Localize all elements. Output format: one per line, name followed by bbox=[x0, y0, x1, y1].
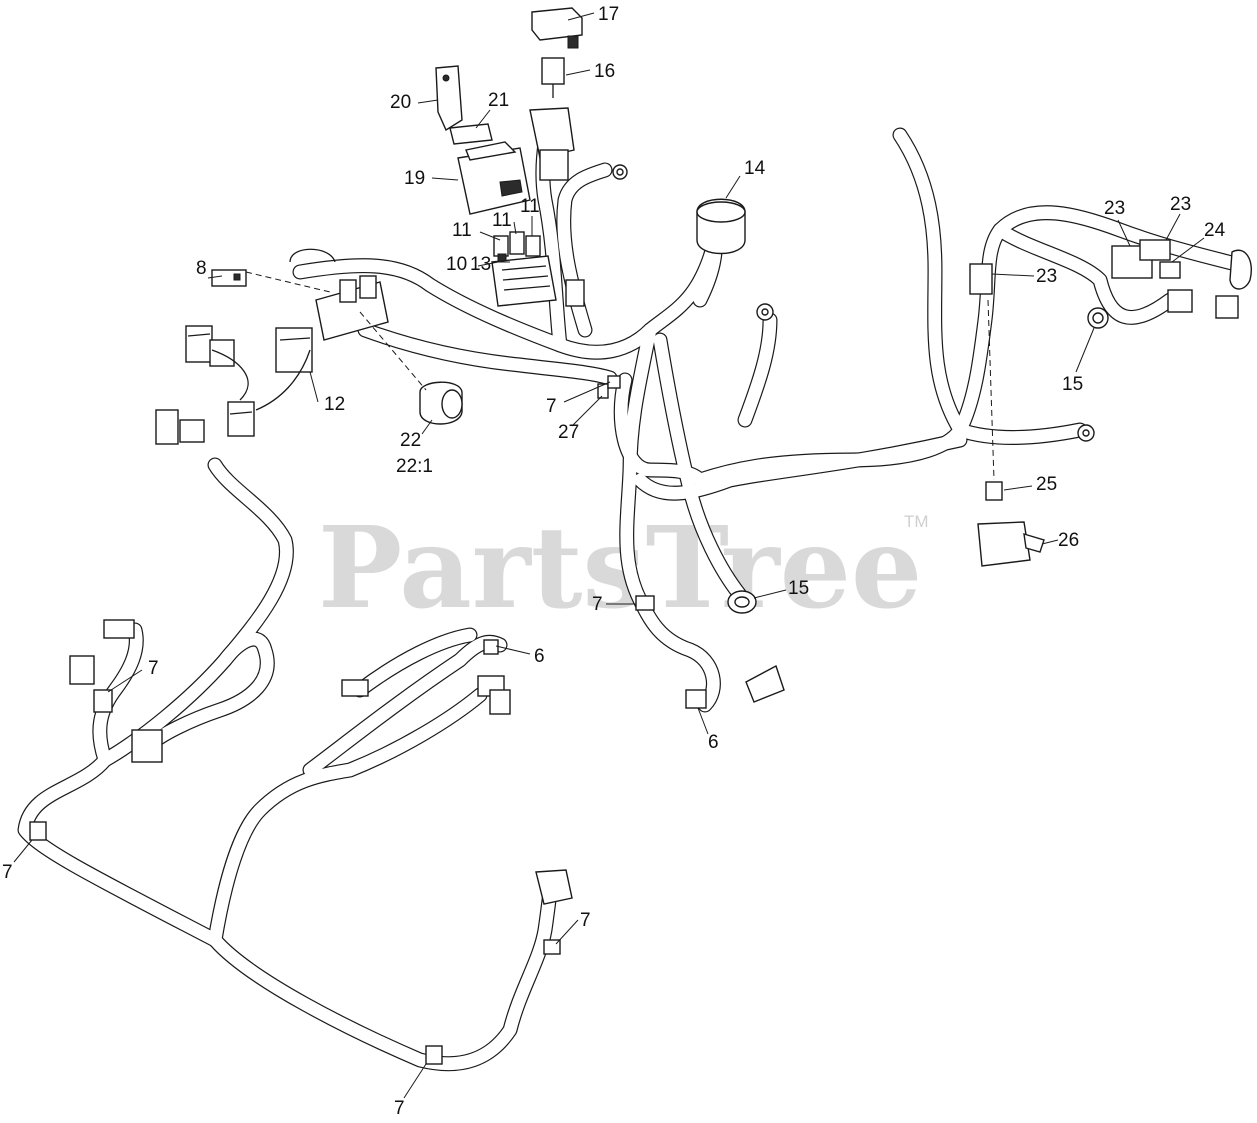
part-8-connector bbox=[211, 269, 247, 287]
callout-23-top-right: 23 bbox=[1170, 194, 1191, 215]
callout-25: 25 bbox=[1036, 474, 1057, 495]
part-27-clip bbox=[597, 383, 609, 399]
callout-11-right: 11 bbox=[520, 196, 540, 217]
part-19-relay bbox=[457, 141, 531, 215]
callout-19: 19 bbox=[404, 168, 425, 189]
callout-7-left: 7 bbox=[148, 658, 159, 679]
callout-22-1: 22:1 bbox=[396, 456, 433, 477]
callout-6-lower: 6 bbox=[708, 732, 719, 753]
part-ring-terminal-mid bbox=[756, 303, 774, 321]
part-7-clips bbox=[29, 375, 655, 1065]
part-15-terminal-center bbox=[727, 590, 757, 614]
part-26-holder bbox=[977, 521, 1045, 567]
callout-16: 16 bbox=[594, 61, 615, 82]
callout-12: 12 bbox=[324, 394, 345, 415]
callout-26: 26 bbox=[1058, 530, 1079, 551]
callout-7-center-mid: 7 bbox=[592, 594, 603, 615]
callout-21: 21 bbox=[488, 90, 509, 111]
callout-labels: 17 16 20 21 19 11 11 11 10 13 14 8 12 22… bbox=[2, 4, 1226, 1119]
part-21-label bbox=[449, 123, 493, 145]
part-23-24-connectors bbox=[969, 239, 1252, 319]
callout-7-bottom-right: 7 bbox=[580, 910, 591, 931]
callout-17: 17 bbox=[598, 4, 619, 25]
watermark-trademark: TM bbox=[904, 512, 929, 531]
callout-15-right: 15 bbox=[1062, 374, 1083, 395]
harness-parts bbox=[29, 7, 1252, 1065]
part-16-fuse bbox=[541, 57, 565, 98]
callout-7-bottom-left: 7 bbox=[2, 862, 13, 883]
part-12-connector-cluster bbox=[155, 248, 389, 445]
callout-13: 13 bbox=[470, 254, 491, 275]
callout-27: 27 bbox=[558, 422, 579, 443]
part-14-grommet bbox=[696, 198, 746, 255]
callout-10: 10 bbox=[446, 254, 467, 275]
callout-7-center-top: 7 bbox=[546, 396, 557, 417]
callout-24: 24 bbox=[1204, 220, 1226, 241]
part-17-fuse-cover bbox=[531, 7, 583, 49]
part-ring-terminal-right bbox=[1077, 424, 1095, 442]
callout-11-left: 11 bbox=[452, 220, 472, 241]
part-25-fuse bbox=[985, 481, 1003, 501]
part-connectors-middle bbox=[341, 639, 511, 715]
part-20-bracket bbox=[435, 65, 463, 132]
part-connectors-left bbox=[69, 619, 163, 763]
part-fuse-holder bbox=[529, 107, 575, 181]
callout-20: 20 bbox=[390, 92, 411, 113]
callout-23-top-left: 23 bbox=[1104, 198, 1125, 219]
callout-7-bottom: 7 bbox=[394, 1098, 405, 1119]
callout-11-middle: 11 bbox=[492, 210, 512, 231]
callout-14: 14 bbox=[744, 158, 766, 179]
part-connector-center-low bbox=[685, 664, 785, 709]
part-11-relay-terminals bbox=[493, 231, 541, 263]
callout-22: 22 bbox=[400, 430, 421, 451]
callout-23-lower: 23 bbox=[1036, 266, 1057, 287]
callout-15-center: 15 bbox=[788, 578, 809, 599]
part-ring-terminal-top bbox=[612, 164, 628, 180]
part-15-terminal-right bbox=[1087, 307, 1109, 329]
part-22-knob bbox=[419, 381, 463, 425]
part-13-connector-block bbox=[491, 255, 585, 307]
harness-wires bbox=[17, 122, 1248, 1072]
callout-leaders bbox=[13, 12, 1205, 1099]
callout-8: 8 bbox=[196, 258, 207, 279]
callout-6-upper: 6 bbox=[534, 646, 545, 667]
